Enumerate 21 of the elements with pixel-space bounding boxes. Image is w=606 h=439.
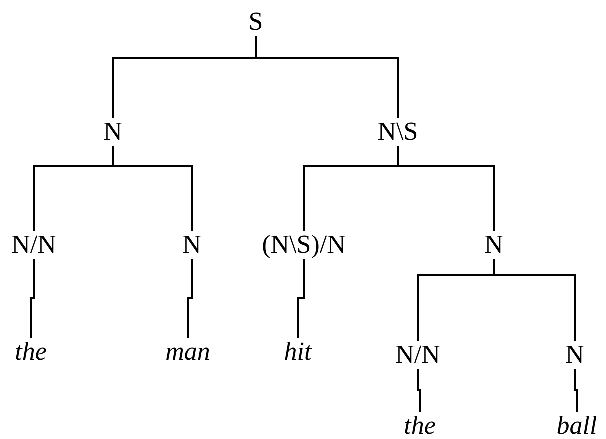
word-label: hit xyxy=(284,339,312,365)
tree-branch xyxy=(493,259,576,341)
category-label: N/N xyxy=(396,342,440,368)
tree-branch xyxy=(30,259,35,338)
category-label: N xyxy=(484,232,504,258)
word-label: ball xyxy=(556,413,598,439)
word-label: man xyxy=(166,339,210,365)
category-label: N\S xyxy=(378,119,418,145)
word-label: the xyxy=(15,339,47,365)
tree-branch xyxy=(187,259,193,338)
category-label: (N\S)/N xyxy=(262,232,346,258)
category-label: N xyxy=(182,232,202,258)
tree-branch xyxy=(574,369,578,412)
tree-branch xyxy=(297,259,305,338)
category-label: S xyxy=(248,9,264,35)
word-label: the xyxy=(404,413,436,439)
category-label: N xyxy=(104,119,122,145)
category-label: N xyxy=(566,342,584,368)
tree-branch xyxy=(255,36,399,118)
tree-branch xyxy=(417,369,421,412)
category-label: N/N xyxy=(12,232,56,258)
